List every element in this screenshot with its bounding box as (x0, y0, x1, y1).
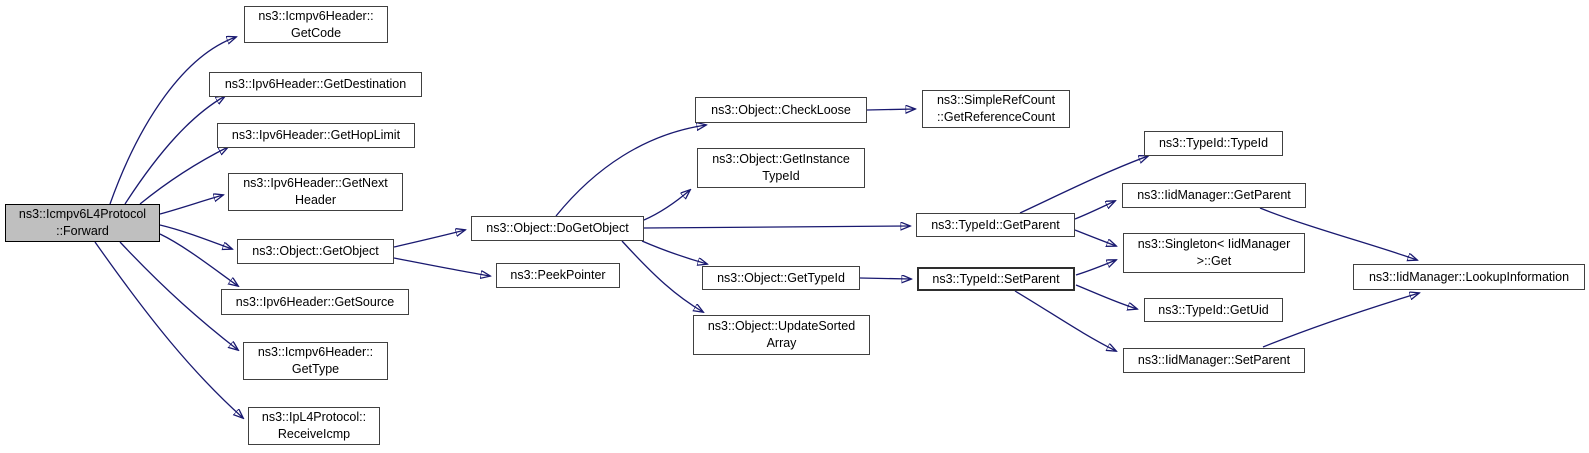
edge-forward-getdestination (124, 96, 225, 205)
edge-forward-getobject (159, 224, 232, 249)
node-icmpv6header-getcode[interactable]: ns3::Icmpv6Header:: GetCode (244, 6, 388, 43)
edge-typeid-getparent-singleton-get (1074, 229, 1116, 246)
edge-dogetobject-gettypeid (641, 240, 707, 264)
node-iidmanager-getparent[interactable]: ns3::IidManager::GetParent (1122, 183, 1306, 208)
node-icmpv6l4protocol-forward: ns3::Icmpv6L4Protocol ::Forward (5, 204, 160, 242)
node-object-updatesortedarray[interactable]: ns3::Object::UpdateSorted Array (693, 315, 870, 355)
edge-iid-getparent-lookupinformation (1259, 207, 1417, 260)
node-iidmanager-lookupinformation[interactable]: ns3::IidManager::LookupInformation (1353, 264, 1585, 290)
node-object-gettypeid[interactable]: ns3::Object::GetTypeId (702, 266, 860, 290)
node-object-getinstancetypeid[interactable]: ns3::Object::GetInstance TypeId (697, 148, 865, 188)
edge-dogetobject-updatesortedarray (621, 240, 703, 312)
edge-typeid-setparent-singleton-get (1075, 260, 1116, 276)
edge-forward-getsource (159, 233, 238, 286)
node-typeid-getuid[interactable]: ns3::TypeId::GetUid (1144, 298, 1283, 322)
edge-dogetobject-typeid-getparent (643, 226, 910, 228)
edge-getobject-dogetobject (393, 230, 465, 248)
edge-forward-getnextheader (159, 195, 223, 215)
node-peekpointer[interactable]: ns3::PeekPointer (496, 263, 620, 288)
edge-typeid-setparent-iid-setparent (1014, 290, 1116, 351)
node-ipv6header-getsource[interactable]: ns3::Ipv6Header::GetSource (221, 289, 409, 315)
edge-iid-setparent-lookupinformation (1262, 293, 1419, 348)
node-object-getobject[interactable]: ns3::Object::GetObject (237, 239, 394, 264)
node-ipv6header-getnextheader[interactable]: ns3::Ipv6Header::GetNext Header (228, 173, 403, 211)
node-ipv6header-getdestination[interactable]: ns3::Ipv6Header::GetDestination (209, 72, 422, 97)
edge-typeid-setparent-getuid (1075, 284, 1137, 309)
edge-dogetobject-checkloose (555, 125, 706, 217)
node-object-dogetobject[interactable]: ns3::Object::DoGetObject (471, 216, 644, 241)
edge-forward-getcode (109, 37, 236, 205)
edge-typeid-getparent-iid-getparent (1074, 201, 1115, 220)
node-typeid-setparent[interactable]: ns3::TypeId::SetParent (917, 267, 1075, 291)
node-ipv6header-gethoplimit[interactable]: ns3::Ipv6Header::GetHopLimit (217, 123, 415, 148)
node-iidmanager-setparent[interactable]: ns3::IidManager::SetParent (1123, 348, 1305, 373)
edge-forward-receiveicmp (94, 241, 243, 418)
node-typeid-getparent[interactable]: ns3::TypeId::GetParent (916, 213, 1075, 237)
edge-forward-gettype (119, 241, 238, 350)
edge-gettypeid-typeid-setparent (859, 278, 911, 279)
node-singleton-iidmanager-get[interactable]: ns3::Singleton< IidManager >::Get (1123, 233, 1305, 273)
edge-typeid-getparent-typeid-typeid (1019, 156, 1148, 214)
node-typeid-typeid[interactable]: ns3::TypeId::TypeId (1144, 131, 1283, 156)
node-ipl4protocol-receiveicmp[interactable]: ns3::IpL4Protocol:: ReceiveIcmp (248, 407, 380, 445)
edge-dogetobject-getinstancetypeid (643, 190, 690, 221)
edge-getobject-peekpointer (393, 257, 490, 276)
node-simplerefcount-getreferencecount[interactable]: ns3::SimpleRefCount ::GetReferenceCount (922, 90, 1070, 128)
node-icmpv6header-gettype[interactable]: ns3::Icmpv6Header:: GetType (243, 342, 388, 380)
edge-forward-gethoplimit (139, 147, 228, 205)
edge-checkloose-getrefcount (866, 109, 915, 110)
node-object-checkloose[interactable]: ns3::Object::CheckLoose (695, 97, 867, 123)
